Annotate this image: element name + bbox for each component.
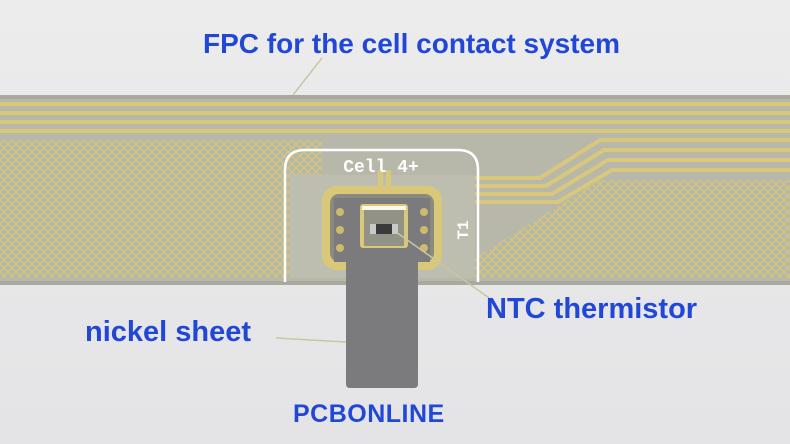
nickel-leader-line — [275, 337, 347, 343]
cell-silkscreen-text: Cell 4+ — [343, 158, 419, 178]
solder-pads — [336, 208, 428, 252]
fpc-traces-routed — [430, 138, 790, 204]
ntc-thermistor — [360, 204, 408, 248]
nickel-callout-label: nickel sheet — [85, 316, 252, 348]
cell-silkscreen-outline — [283, 148, 480, 282]
hatched-plane-mid — [475, 180, 600, 278]
designator-silkscreen-text: T1 — [455, 220, 473, 239]
fpc-leader-line — [292, 57, 323, 96]
brand-watermark-text: PCBONLINE — [293, 400, 445, 428]
fpc-top-edge — [0, 95, 790, 99]
ntc-callout-label: NTC thermistor — [486, 293, 698, 325]
hatched-plane-left — [0, 140, 322, 278]
hatched-plane-right — [600, 180, 790, 278]
ntc-leader-line — [395, 231, 493, 301]
fpc-traces-upper — [0, 102, 790, 133]
fpc-callout-label: FPC for the cell contact system — [203, 28, 621, 59]
